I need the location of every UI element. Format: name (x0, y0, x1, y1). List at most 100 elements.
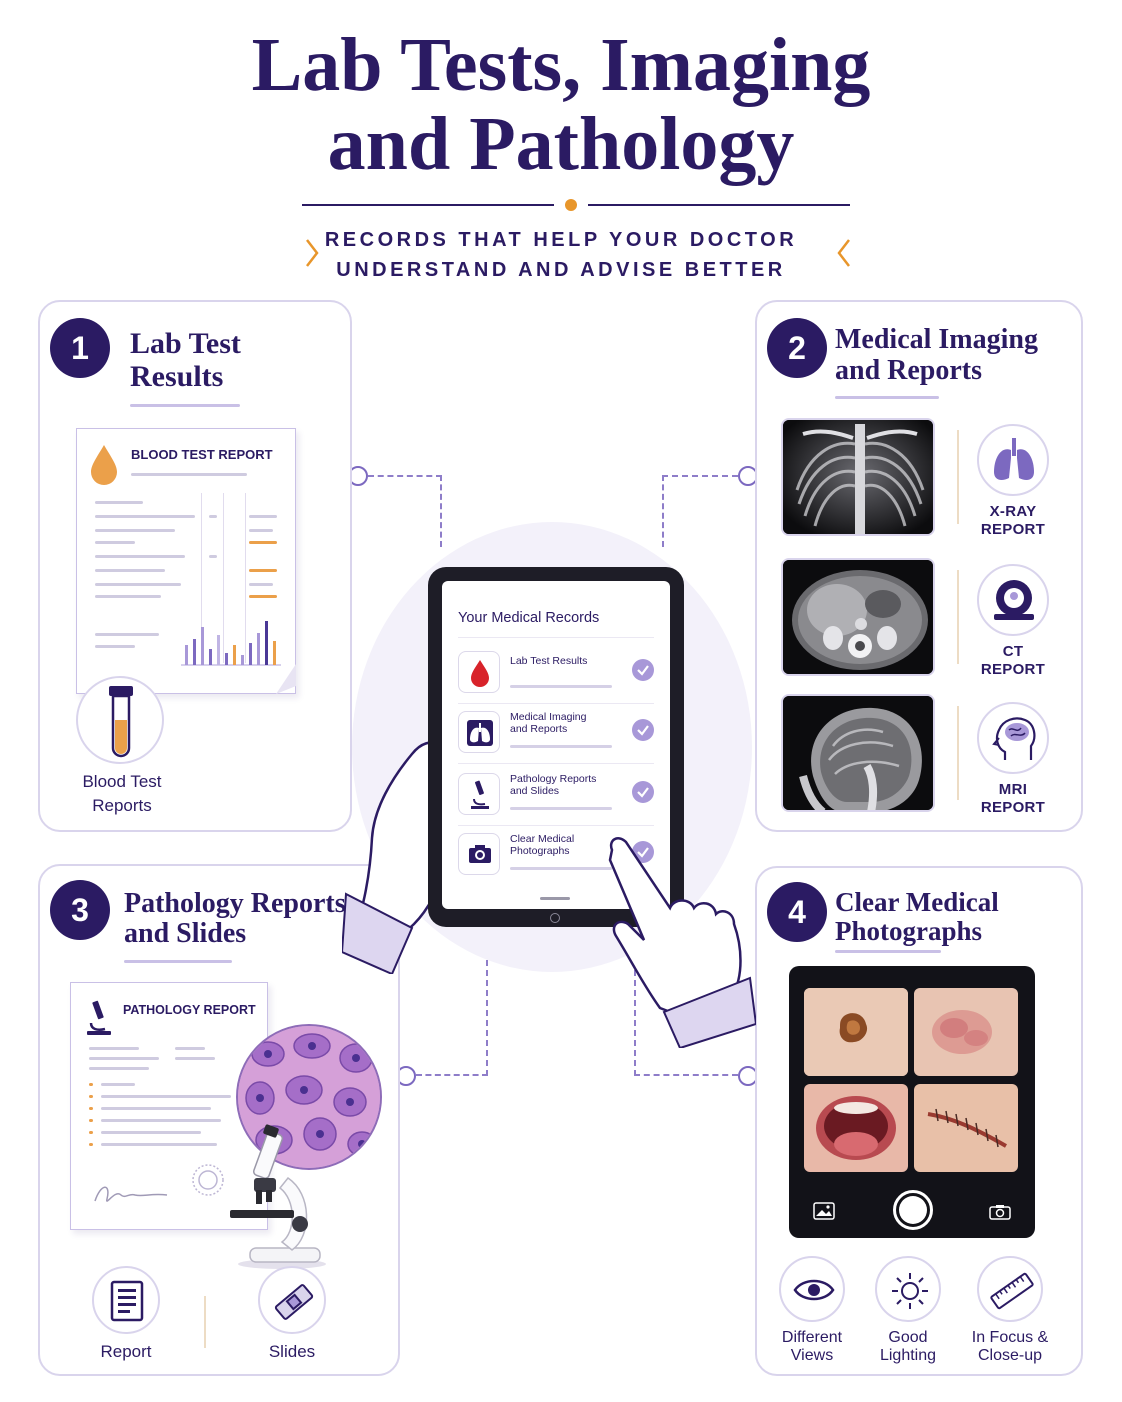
check-icon (632, 719, 654, 741)
eye-icon (793, 1279, 835, 1301)
pathology-divider (204, 1296, 206, 1348)
test-tube-icon (109, 686, 133, 758)
blood-drop-icon (91, 445, 117, 485)
stamp-seal-icon (192, 1164, 224, 1196)
test-tube-circle (76, 676, 164, 764)
pathology-report-document: PATHOLOGY REPORT (70, 982, 268, 1230)
title-divider-left (302, 204, 554, 206)
ct-label-line1: CT (1002, 643, 1024, 660)
gallery-icon[interactable] (813, 1202, 835, 1220)
check-icon (632, 781, 654, 803)
mri-label-line2: REPORT (980, 799, 1046, 816)
good-lighting-line1: Good (888, 1329, 928, 1346)
lab-results-card: 1 Lab Test Results BLOOD TEST REPORT (38, 300, 352, 832)
tablet-home-button[interactable] (550, 913, 560, 923)
microscope-illustration-icon (230, 1124, 326, 1269)
different-views-line1: Different (781, 1329, 843, 1346)
photos-title-line2: Photographs (835, 916, 983, 946)
camera-icon (469, 845, 491, 863)
imaging-divider-2 (957, 570, 959, 664)
good-lighting-circle (875, 1256, 941, 1322)
ct-label-line2: REPORT (980, 661, 1046, 678)
xray-label-line1: X-RAY (989, 503, 1037, 520)
ct-scanner-icon (994, 580, 1034, 620)
slides-icon-circle (258, 1266, 326, 1334)
xray-icon-circle (977, 424, 1049, 496)
report-icon (110, 1280, 144, 1322)
blood-drop-icon (471, 660, 489, 687)
tablet-row-lab-results[interactable]: Lab Test Results (458, 645, 654, 704)
in-focus-circle (977, 1256, 1043, 1322)
row-label-line1: Pathology Reports (510, 773, 597, 785)
tablet-screen-title: Your Medical Records (458, 610, 600, 626)
ct-icon-circle (977, 564, 1049, 636)
step-badge-1: 1 (50, 318, 110, 378)
row-label-line2: Photographs (510, 845, 570, 857)
in-focus-line2: Close-up (977, 1347, 1043, 1364)
blood-report-title: BLOOD TEST REPORT (131, 447, 273, 462)
title-divider-right (588, 204, 850, 206)
row-icon-container (458, 711, 500, 753)
different-views-line2: Views (790, 1347, 834, 1364)
mri-icon-circle (977, 702, 1049, 774)
lungs-icon (994, 438, 1034, 480)
brain-head-icon (992, 717, 1036, 760)
connector-lab (368, 475, 442, 547)
signature-icon (94, 1186, 168, 1202)
connector-pathology (416, 960, 488, 1076)
tablet-row-photographs[interactable]: Clear Medical Photographs (458, 827, 654, 883)
mri-label-line1: MRI (998, 781, 1028, 798)
imaging-card: 2 Medical Imaging and Reports X-RAY REPO… (755, 300, 1083, 832)
ruler-icon (990, 1272, 1034, 1310)
page-title-line1: Lab Tests, Imaging (251, 23, 871, 107)
step-badge-3: 3 (50, 880, 110, 940)
different-views-circle (779, 1256, 845, 1322)
photo-rash (914, 988, 1018, 1076)
blood-test-report-document: BLOOD TEST REPORT (76, 428, 296, 694)
sun-icon (892, 1273, 928, 1309)
pathology-title-line1: Pathology Reports (124, 888, 346, 919)
imaging-title-underline (835, 396, 939, 399)
photo-mole (804, 988, 908, 1076)
in-focus-line1: In Focus & (971, 1329, 1049, 1346)
shutter-button[interactable] (893, 1190, 933, 1230)
page-title-line2: and Pathology (327, 102, 795, 186)
pathology-card: 3 Pathology Reports and Slides PATHOLOGY… (38, 864, 400, 1376)
tablet-row-pathology[interactable]: Pathology Reports and Slides (458, 767, 654, 826)
row-label-line1: Medical Imaging (510, 711, 587, 723)
subtitle-line1: RECORDS THAT HELP YOUR DOCTOR (324, 229, 798, 251)
phone-camera-preview (789, 966, 1035, 1238)
left-hand-icon (342, 741, 448, 974)
lab-title-line2: Results (130, 360, 224, 393)
blood-test-label-line1: Blood Test (82, 772, 162, 791)
title-divider-dot (565, 199, 577, 211)
connector-imaging (662, 475, 738, 547)
lungs-icon (467, 720, 493, 746)
row-label-line1: Clear Medical (510, 833, 575, 845)
report-label: Report (100, 1342, 152, 1361)
row-icon-container (458, 651, 500, 693)
xray-scan-image (781, 418, 935, 536)
mri-scan-image (781, 694, 935, 812)
right-hand-pointing-icon (608, 837, 756, 1048)
row-icon-container (458, 773, 500, 815)
screen-home-indicator (540, 897, 570, 900)
row-label-line1: Lab Test Results (510, 655, 588, 667)
photos-title-underline (835, 950, 941, 953)
imaging-divider-3 (957, 706, 959, 800)
xray-label-line2: REPORT (980, 521, 1046, 538)
lab-title-underline (130, 404, 240, 407)
row-label-line2: and Slides (510, 785, 560, 797)
tablet-row-medical-imaging[interactable]: Medical Imaging and Reports (458, 705, 654, 764)
row-label-line2: and Reports (510, 723, 568, 735)
chevron-right-icon (306, 239, 319, 267)
pathology-title-underline (124, 960, 232, 963)
connector-photos (634, 960, 738, 1076)
step-badge-2: 2 (767, 318, 827, 378)
switch-camera-icon[interactable] (989, 1204, 1011, 1220)
photos-title-line1: Clear Medical (835, 887, 999, 917)
row-icon-container (458, 833, 500, 875)
step-badge-4: 4 (767, 882, 827, 942)
photo-stitched-wound (914, 1084, 1018, 1172)
ct-scan-image (781, 558, 935, 676)
